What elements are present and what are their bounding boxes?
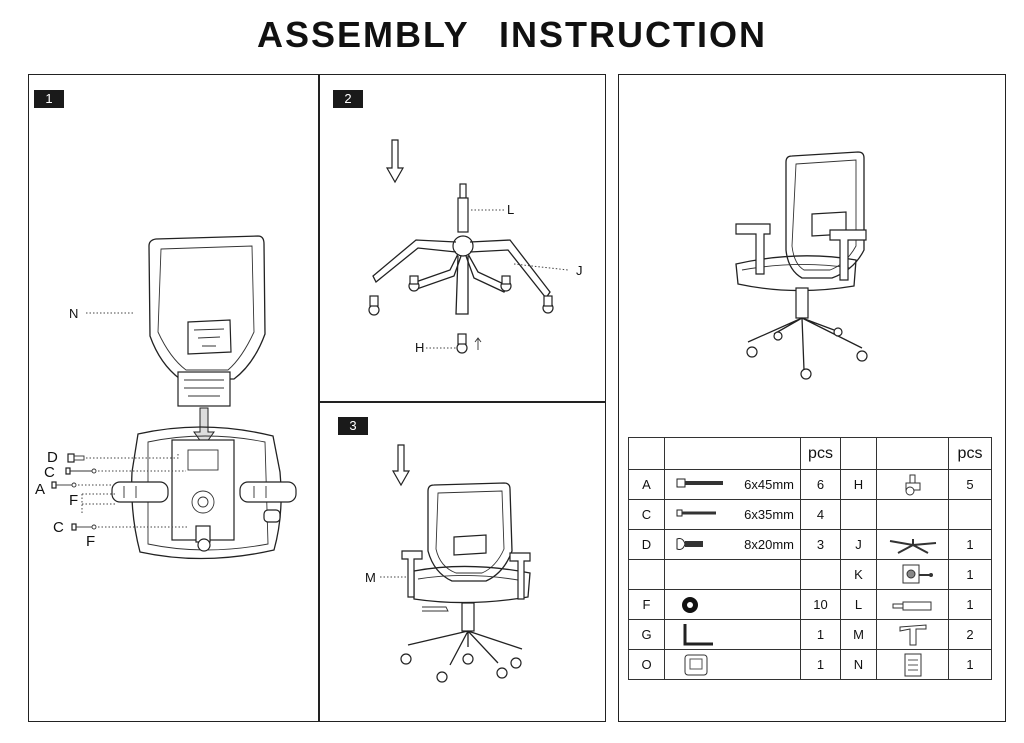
part-id: C <box>628 499 665 530</box>
part-id: N <box>840 649 877 680</box>
part-qty: 3 <box>800 529 841 560</box>
table-row: C 6x35mm 4 <box>628 499 992 530</box>
pcs-header: pcs <box>800 437 841 470</box>
step-1-badge: 1 <box>34 90 64 108</box>
step-2-illustration <box>368 139 569 354</box>
callout-n: N <box>69 306 79 321</box>
callout-h: H <box>415 340 425 355</box>
part-id: L <box>840 589 877 620</box>
gas-lift-icon <box>892 601 931 611</box>
part-qty: 2 <box>948 619 992 650</box>
step-2-badge: 2 <box>333 90 363 108</box>
part-id: D <box>628 529 665 560</box>
mechanism-icon <box>902 564 933 583</box>
part-id: J <box>840 529 877 560</box>
bolt-icon <box>676 509 716 517</box>
part-qty: 5 <box>948 469 992 500</box>
part-qty: 1 <box>948 649 992 680</box>
table-row: D 8x20mm 3 J 1 <box>628 529 992 560</box>
part-qty: 10 <box>800 589 841 620</box>
short-bolt-icon <box>676 538 703 550</box>
caster-icon <box>368 275 554 354</box>
table-row: K 1 <box>628 559 992 590</box>
part-qty: 4 <box>800 499 841 530</box>
overview-panel <box>618 74 1006 722</box>
finished-chair-illustration <box>735 151 868 380</box>
callout-c: C <box>44 464 55 481</box>
long-bolt-icon <box>676 478 723 488</box>
part-qty: 1 <box>800 649 841 680</box>
part-spec: 6x45mm <box>744 477 794 492</box>
part-qty: 1 <box>948 589 992 620</box>
callout-f: F <box>69 492 79 509</box>
callout-a: A <box>35 481 46 498</box>
step-3-panel <box>318 401 606 722</box>
page-title: ASSEMBLY INSTRUCTION <box>256 14 768 55</box>
table-row: G 1 M 2 <box>628 619 992 650</box>
callout-c-lower: C <box>53 519 64 536</box>
step-2-panel <box>318 74 606 403</box>
part-id <box>840 499 877 530</box>
callout-l: L <box>507 202 515 217</box>
table-header-row: pcs pcs <box>628 437 992 470</box>
part-qty: 1 <box>948 559 992 590</box>
armrest-icon <box>899 623 926 645</box>
part-id: K <box>840 559 877 590</box>
bracket-icon <box>684 654 708 675</box>
table-row: A 6x45mm 6 H 5 <box>628 469 992 500</box>
callout-m: M <box>365 570 376 585</box>
part-id: G <box>628 619 665 650</box>
step-3-badge: 3 <box>338 417 368 435</box>
part-spec: 6x35mm <box>744 507 794 522</box>
part-id: O <box>628 649 665 680</box>
part-spec: 8x20mm <box>744 537 794 552</box>
part-qty: 6 <box>800 469 841 500</box>
caster-icon <box>905 474 920 495</box>
callout-d: D <box>47 449 58 466</box>
table-row: F 10 L 1 <box>628 589 992 620</box>
part-id: M <box>840 619 877 650</box>
pcs-header: pcs <box>948 437 992 470</box>
part-id <box>628 559 665 590</box>
part-id: A <box>628 469 665 500</box>
washer-icon <box>682 596 698 613</box>
step-1-panel <box>28 74 320 722</box>
part-id: F <box>628 589 665 620</box>
step-1-illustration <box>51 235 297 560</box>
backrest-connector-icon <box>904 653 921 676</box>
table-row: O 1 N 1 <box>628 649 992 680</box>
part-id: H <box>840 469 877 500</box>
part-qty: 1 <box>800 619 841 650</box>
part-qty <box>800 559 841 590</box>
part-qty <box>948 499 992 530</box>
allen-key-icon <box>683 623 713 645</box>
part-qty: 1 <box>948 529 992 560</box>
screw-a-icon <box>51 481 77 489</box>
screw-c-icon <box>65 467 97 475</box>
step-3-illustration <box>380 444 531 683</box>
star-base-icon <box>889 538 936 554</box>
callout-j: J <box>576 263 583 278</box>
screw-c2-icon <box>71 523 97 531</box>
screw-d-icon <box>67 453 85 463</box>
callout-f-lower: F <box>86 533 96 550</box>
parts-table: pcs pcs A 6x45mm 6 H 5 C 6x35mm 4 D 8x20… <box>628 437 992 680</box>
